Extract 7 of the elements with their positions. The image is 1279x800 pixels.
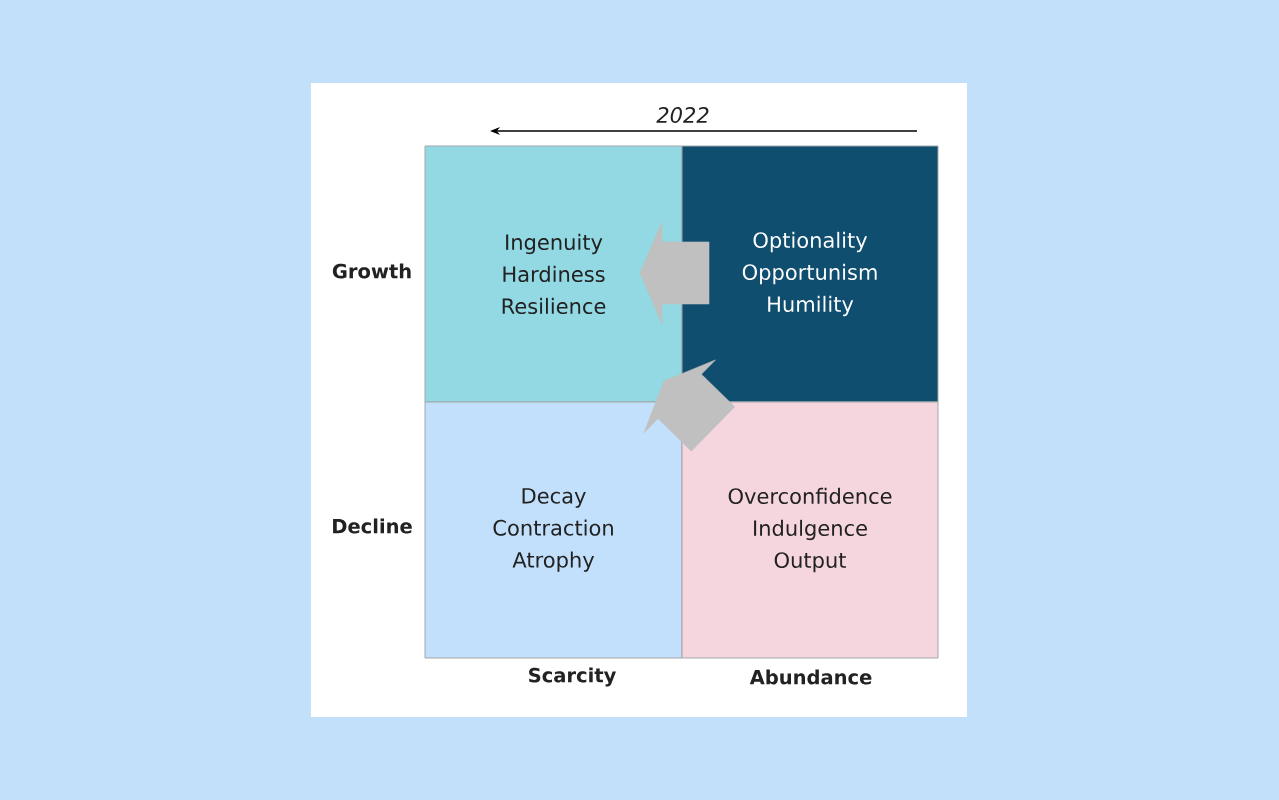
quadrant-box: Ingenuity Hardiness Resilience: [424, 145, 683, 403]
quadrant-box: Decay Contraction Atrophy: [424, 401, 683, 659]
quadrant-box: Optionality Opportunism Humility: [681, 145, 939, 403]
block-arrow: [639, 221, 710, 325]
block-arrow: [643, 359, 735, 452]
year-label: 2022: [656, 107, 709, 123]
quadrant-box: Overconfidence Indulgence Output: [681, 401, 939, 659]
